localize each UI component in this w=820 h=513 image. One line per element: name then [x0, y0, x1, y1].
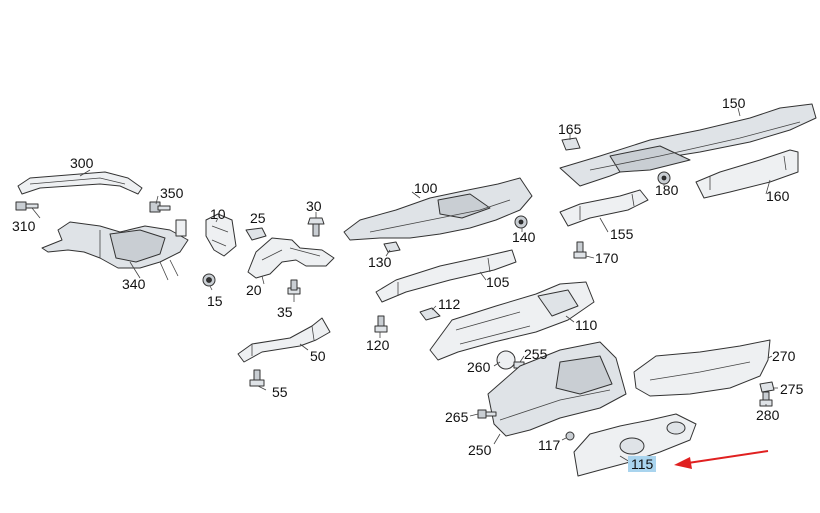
- callout-115-highlighted: 115: [628, 456, 657, 472]
- callout-155: 155: [610, 226, 634, 242]
- callout-140: 140: [512, 229, 536, 245]
- callout-350: 350: [160, 185, 184, 201]
- part-117-washer: [565, 431, 575, 441]
- leader-lines: [31, 107, 778, 463]
- part-55-screw: [249, 369, 265, 387]
- callout-160: 160: [766, 188, 790, 204]
- part-10-bracket: [205, 213, 237, 257]
- part-275-clip: [759, 381, 775, 393]
- callout-120: 120: [366, 337, 390, 353]
- callout-270: 270: [772, 348, 796, 364]
- part-15-nut: [202, 273, 216, 287]
- callout-255: 255: [524, 346, 548, 362]
- part-280-screw: [759, 391, 773, 407]
- part-155-bracket: [559, 189, 649, 227]
- callout-50: 50: [310, 348, 326, 364]
- part-150-shield: [559, 103, 817, 187]
- callout-150: 150: [722, 95, 746, 111]
- part-130-clip: [383, 241, 401, 253]
- callout-112: 112: [438, 296, 461, 312]
- part-140-nut: [514, 215, 528, 229]
- callout-310: 310: [12, 218, 36, 234]
- part-340-bracket: [41, 219, 189, 281]
- callout-250: 250: [468, 442, 492, 458]
- part-112-clip: [419, 307, 441, 321]
- callout-35: 35: [277, 304, 293, 320]
- callout-25: 25: [250, 210, 266, 226]
- part-30-screw: [307, 217, 325, 237]
- callout-110: 110: [575, 317, 598, 333]
- part-100-shield: [343, 177, 533, 241]
- callout-20: 20: [246, 282, 262, 298]
- part-115-shield: [573, 413, 697, 477]
- part-310-bolt: [15, 201, 39, 211]
- part-250-shield: [487, 341, 627, 437]
- callout-100: 100: [414, 180, 438, 196]
- callout-30: 30: [306, 198, 322, 214]
- part-170-screw: [573, 241, 587, 259]
- part-260-ring: [496, 350, 516, 370]
- callout-180: 180: [655, 182, 679, 198]
- part-110-bracket: [429, 281, 595, 361]
- part-160-bracket: [695, 149, 799, 199]
- callout-275: 275: [780, 381, 804, 397]
- callout-265: 265: [445, 409, 469, 425]
- part-105-bracket: [375, 249, 517, 303]
- callout-170: 170: [595, 250, 619, 266]
- part-120-screw: [374, 315, 388, 333]
- part-25-clip: [245, 227, 267, 241]
- callout-165: 165: [558, 121, 582, 137]
- callout-55: 55: [272, 384, 288, 400]
- callout-130: 130: [368, 254, 392, 270]
- callout-10: 10: [210, 206, 226, 222]
- part-50-bracket: [237, 317, 331, 363]
- callout-15: 15: [207, 293, 223, 309]
- part-300-heat-shield: [17, 171, 143, 195]
- callout-260: 260: [467, 359, 491, 375]
- callout-105: 105: [486, 274, 510, 290]
- highlight-arrow: [674, 450, 769, 469]
- callout-300: 300: [70, 155, 94, 171]
- callout-280: 280: [756, 407, 780, 423]
- part-20-bracket: [247, 237, 335, 279]
- part-270-shield: [633, 339, 771, 397]
- callout-340: 340: [122, 276, 146, 292]
- part-165-clip: [561, 137, 581, 151]
- part-350-bolt: [149, 201, 171, 213]
- part-35-screw: [287, 279, 301, 295]
- callout-117: 117: [538, 437, 561, 453]
